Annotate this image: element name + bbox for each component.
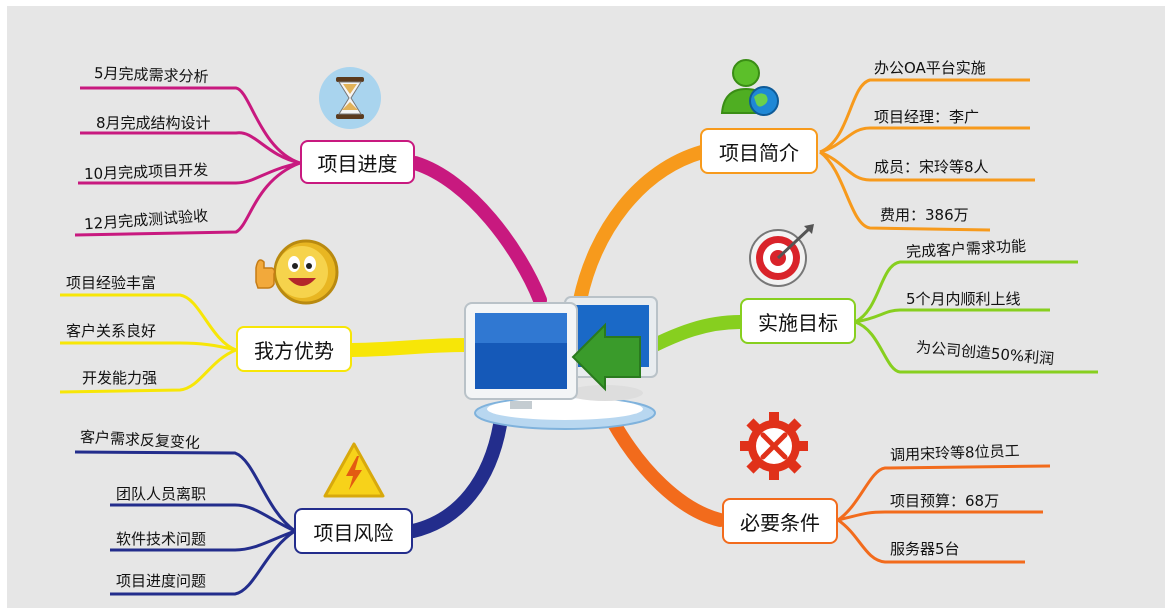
risk-item-2: 团队人员离职 [116, 485, 207, 503]
trunk-condition [605, 413, 727, 527]
topic-condition[interactable]: 必要条件 [722, 498, 838, 544]
hourglass-icon [318, 66, 382, 134]
topic-progress[interactable]: 项目进度 [300, 140, 415, 184]
goal-item-2: 5个月内顺利上线 [906, 290, 1021, 308]
intro-item-4: 费用：386万 [880, 206, 969, 224]
trunk-progress [408, 156, 547, 307]
intro-item-3: 成员：宋玲等8人 [874, 158, 989, 176]
topic-advantage[interactable]: 我方优势 [236, 326, 352, 372]
progress-item-1: 5月完成需求分析 [93, 64, 209, 86]
trunk-advantage [345, 338, 475, 357]
trunk-risk [406, 418, 507, 538]
warning-icon [322, 440, 386, 504]
topic-risk[interactable]: 项目风险 [294, 508, 413, 554]
smiley-coin-icon [248, 238, 340, 312]
computer-network-icon [455, 285, 670, 439]
progress-item-3: 10月完成项目开发 [83, 160, 209, 184]
intro-item-2: 项目经理：李广 [874, 108, 980, 126]
risk-item-3: 软件技术问题 [116, 530, 207, 548]
intro-item-1: 办公OA平台实施 [874, 59, 986, 77]
advantage-item-2: 客户关系良好 [66, 322, 157, 340]
user-globe-icon [718, 55, 782, 125]
topic-goal[interactable]: 实施目标 [740, 298, 856, 344]
trunk-intro [573, 145, 709, 307]
condition-item-2: 项目预算：68万 [890, 492, 1000, 510]
condition-item-3: 服务器5台 [890, 540, 960, 558]
topic-intro[interactable]: 项目简介 [700, 128, 818, 174]
tools-gear-icon [738, 410, 810, 486]
risk-item-4: 项目进度问题 [116, 572, 207, 590]
target-icon [748, 222, 818, 292]
progress-item-2: 8月完成结构设计 [96, 114, 211, 132]
advantage-item-1: 项目经验丰富 [66, 274, 157, 292]
advantage-item-3: 开发能力强 [82, 369, 158, 387]
